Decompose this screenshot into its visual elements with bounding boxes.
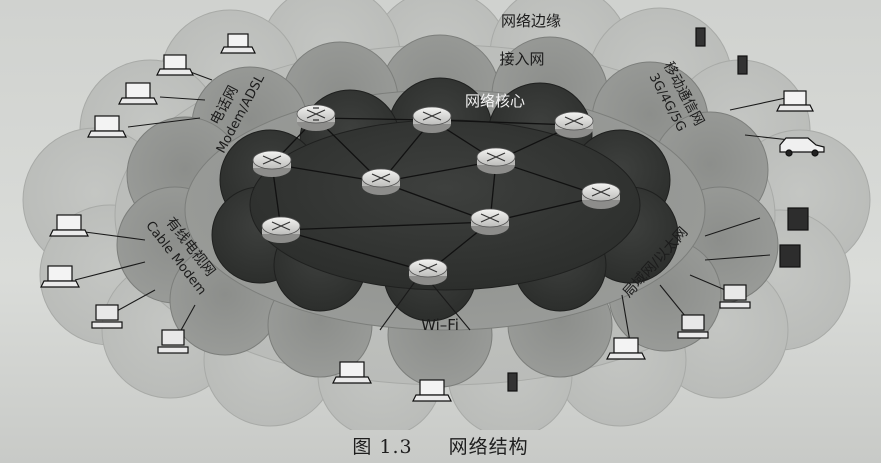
laptop-icon xyxy=(40,265,80,288)
mobile-phone-icon xyxy=(737,55,748,75)
router xyxy=(261,216,301,243)
router xyxy=(296,104,336,131)
server-icon xyxy=(779,244,801,268)
access-label: 接入网 xyxy=(499,50,544,68)
mobile-phone-icon xyxy=(507,372,518,392)
router xyxy=(554,111,594,138)
desktop-icon xyxy=(91,304,123,329)
laptop-icon xyxy=(606,337,646,360)
desktop-icon xyxy=(719,284,751,309)
desktop-icon xyxy=(677,314,709,339)
laptop-icon xyxy=(220,33,256,54)
network-diagram: 网络边缘 接入网 网络核心 Wi–Fi 电话网 Modem/ADSL 有线电视网… xyxy=(22,0,871,430)
laptop-icon xyxy=(332,361,372,384)
router xyxy=(470,208,510,235)
server-icon xyxy=(787,207,809,231)
edge-devices xyxy=(40,27,825,402)
laptop-icon xyxy=(776,90,814,112)
router xyxy=(476,147,516,174)
router xyxy=(361,168,401,195)
figure-title: 网络结构 xyxy=(448,436,529,458)
core-routers xyxy=(252,104,621,285)
router xyxy=(408,258,448,285)
laptop-icon xyxy=(49,214,89,237)
car-icon xyxy=(779,137,825,157)
laptop-icon xyxy=(412,379,452,402)
router xyxy=(412,106,452,133)
mobile-phone-icon xyxy=(695,27,706,47)
laptop-icon xyxy=(87,115,127,138)
router xyxy=(581,182,621,209)
figure-caption: 图 1.3 网络结构 xyxy=(0,432,881,459)
figure-number: 图 1.3 xyxy=(352,436,413,458)
laptop-icon xyxy=(118,82,158,105)
laptop-icon xyxy=(156,54,194,76)
router xyxy=(252,150,292,177)
edge-label: 网络边缘 xyxy=(501,12,561,30)
wifi-label: Wi–Fi xyxy=(421,316,459,334)
core-label: 网络核心 xyxy=(465,92,525,110)
desktop-icon xyxy=(157,329,189,354)
